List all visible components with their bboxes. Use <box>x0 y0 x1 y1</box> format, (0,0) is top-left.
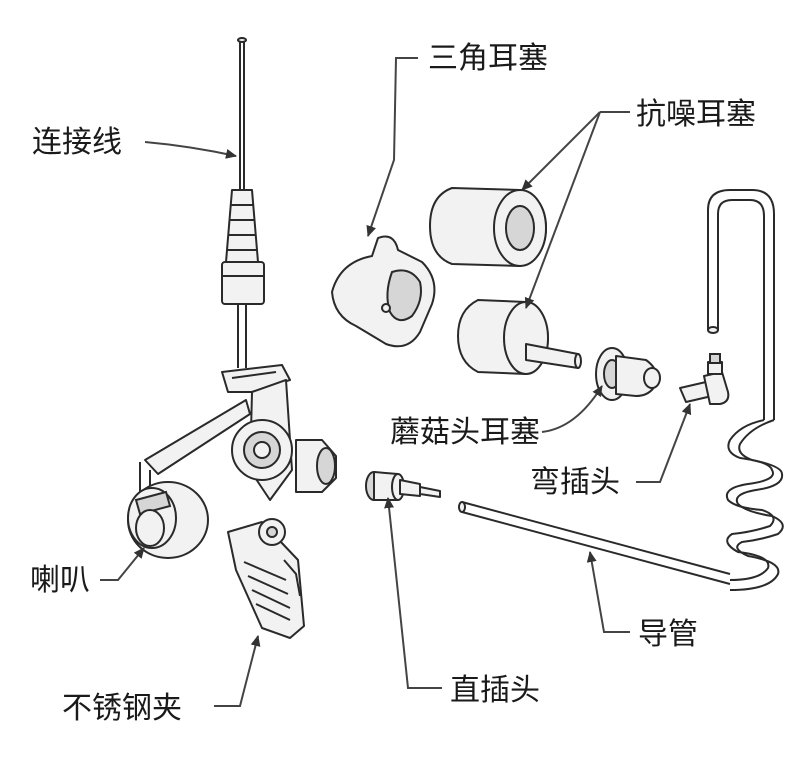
housing-assembly <box>139 364 337 521</box>
guide-tube <box>458 189 784 591</box>
leader-lines <box>100 57 692 707</box>
label-noise-earplug: 抗噪耳塞 <box>636 97 756 132</box>
label-guide-tube: 导管 <box>638 617 698 652</box>
steel-clip <box>227 518 305 639</box>
straight-plug <box>365 471 441 501</box>
label-connector-cable: 连接线 <box>32 125 122 160</box>
label-triangle-earplug: 三角耳塞 <box>428 41 548 76</box>
bent-plug <box>679 353 730 405</box>
label-straight-plug: 直插头 <box>450 673 540 708</box>
label-speaker: 喇叭 <box>30 563 90 598</box>
triangle-earplug <box>331 235 436 348</box>
noise-earplug-bottom <box>457 299 582 375</box>
label-mushroom-earplug: 蘑菇头耳塞 <box>390 415 540 450</box>
label-steel-clip: 不锈钢夹 <box>62 691 182 726</box>
connector-cable <box>221 37 265 368</box>
mushroom-earplug <box>595 347 661 401</box>
label-bent-plug: 弯插头 <box>530 465 620 500</box>
speaker <box>127 481 209 559</box>
noise-earplug-top <box>429 187 547 267</box>
